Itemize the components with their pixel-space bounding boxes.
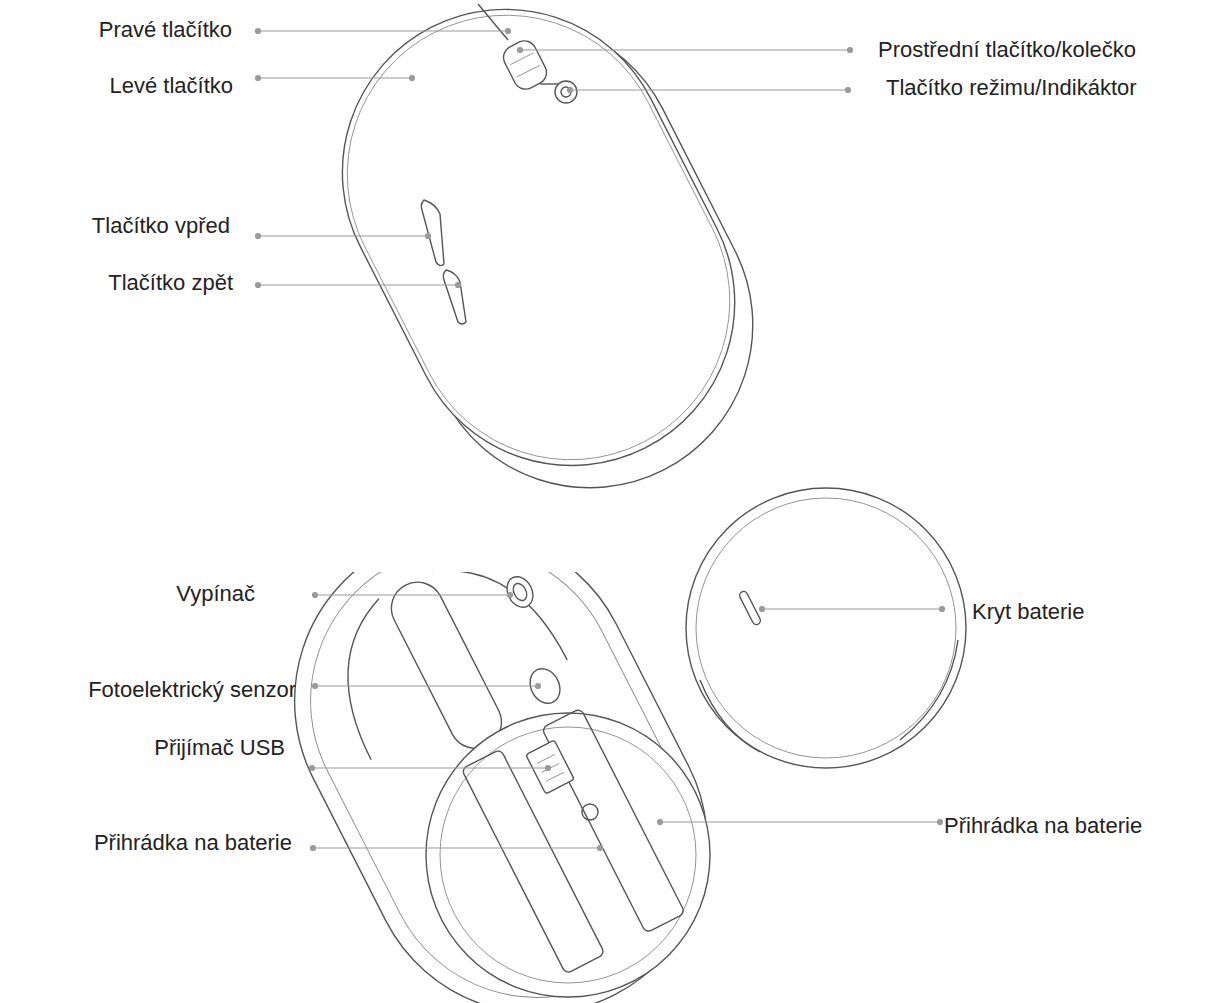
leader-lines	[256, 29, 945, 851]
mouse-top-view	[286, 0, 809, 547]
part-label: Kryt baterie	[972, 599, 1085, 624]
part-label: Přihrádka na baterie	[94, 830, 292, 855]
part-label: Pravé tlačítko	[99, 17, 232, 42]
part-label: Tlačítko režimu/Indikáktor	[886, 75, 1137, 100]
part-label: Vypínač	[176, 581, 255, 606]
part-label: Přijímač USB	[154, 735, 285, 760]
part-label: Tlačítko vpřed	[92, 213, 230, 238]
part-label: Levé tlačítko	[109, 73, 233, 98]
part-label: Tlačítko zpět	[108, 270, 233, 295]
part-label: Fotoelektrický senzor	[88, 677, 296, 702]
part-label: Přihrádka na baterie	[944, 813, 1142, 838]
part-label: Prostřední tlačítko/kolečko	[878, 37, 1136, 62]
battery-cover	[686, 488, 966, 768]
